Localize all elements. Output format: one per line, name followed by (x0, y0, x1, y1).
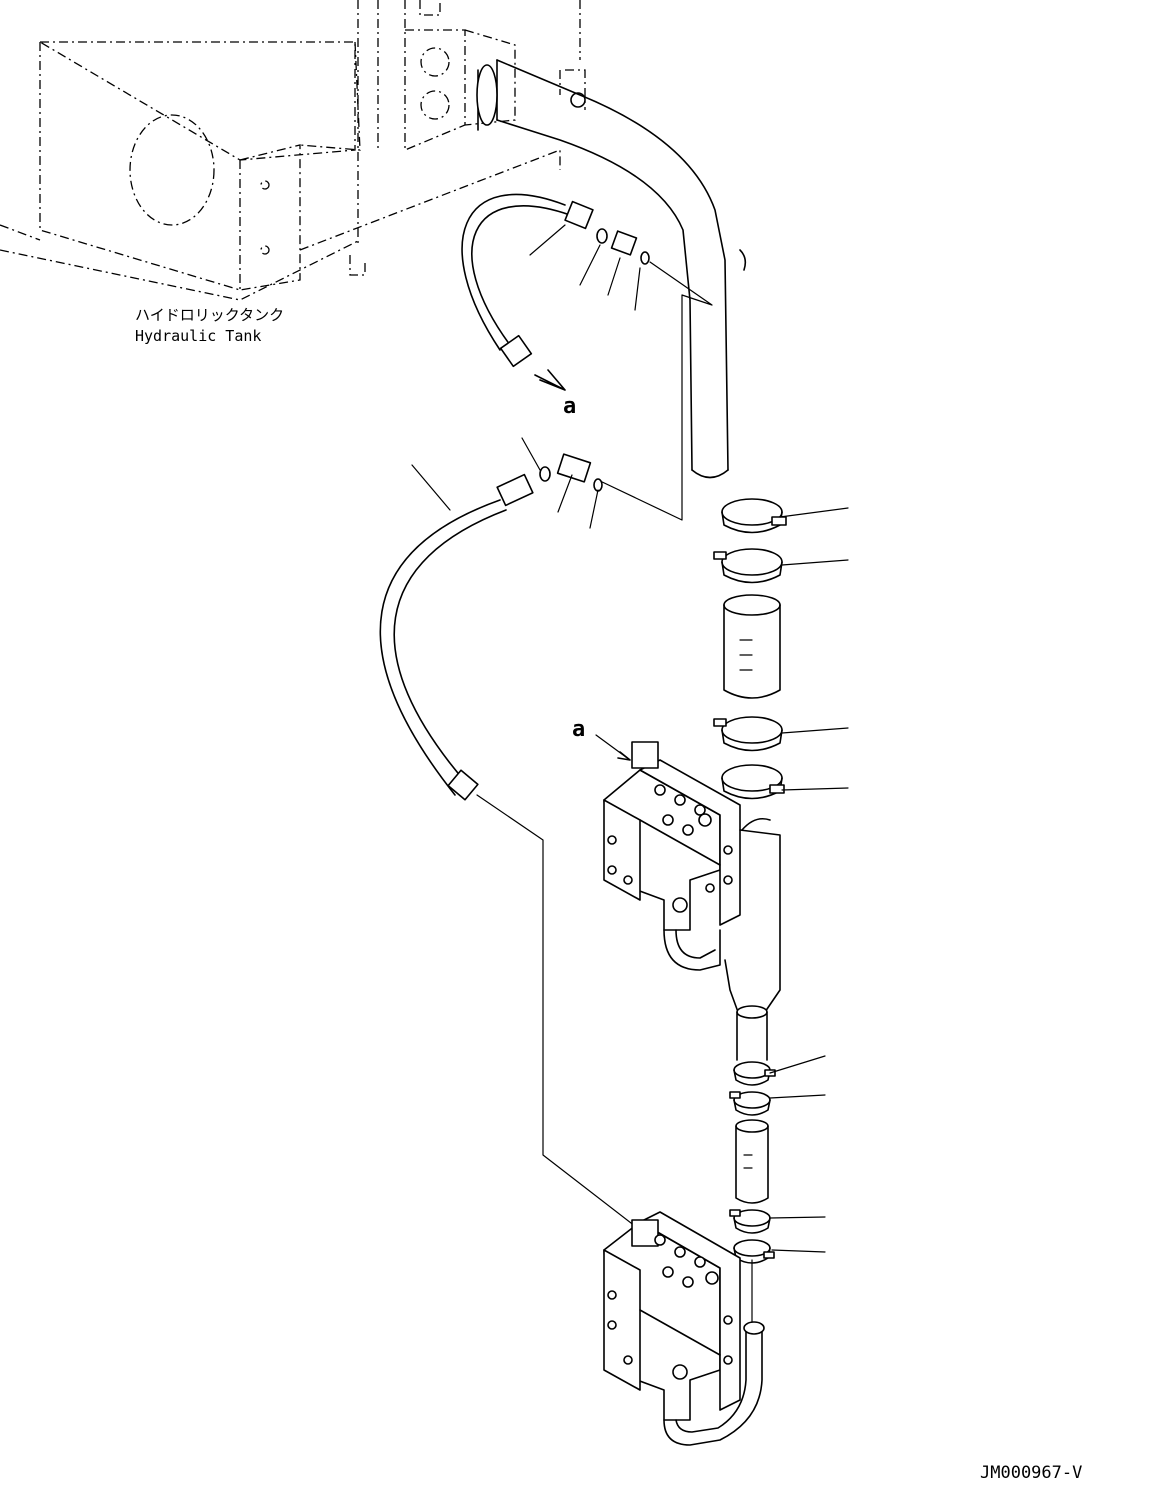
drawing-number: JM000967-V (980, 1463, 1082, 1483)
lower-hose (379, 437, 641, 1231)
return-pipe (476, 59, 747, 479)
upper-control-valve (595, 734, 781, 1061)
lower-clamp-stack (729, 1055, 826, 1264)
tank-label-jp: ハイドロリックタンク (135, 306, 284, 324)
hydraulic-tank-phantom (0, 0, 586, 301)
lower-control-valve (603, 1211, 765, 1446)
upper-hose (461, 193, 713, 521)
callout-a-upper: a (563, 394, 576, 419)
tank-label-en: Hydraulic Tank (135, 327, 261, 345)
upper-clamp-stack (713, 498, 849, 800)
callout-a-lower: a (572, 717, 585, 742)
